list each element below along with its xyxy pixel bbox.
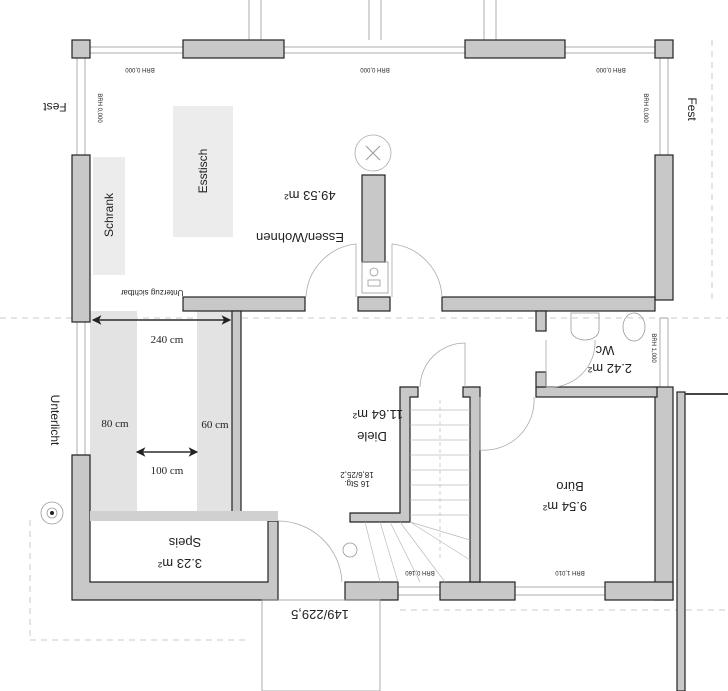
dimension-arrows [91, 315, 232, 457]
fixed-window-left-label: Fest [43, 100, 67, 114]
brh-office: BRH 1,010 [555, 569, 585, 575]
brh-left: BRH 0,000 [96, 93, 102, 123]
brh-stairs: BRH 0,160 [405, 569, 435, 575]
kitchen-island [354, 134, 392, 294]
stairs-steps: 16 Stg. [344, 479, 369, 488]
wardrobe-left [90, 311, 137, 511]
dimension-aisle: 100 cm [151, 465, 184, 477]
doors [261, 243, 596, 691]
living-room-name: Essen/Wohnen [256, 230, 344, 245]
hall-area: 11.64 m² [352, 407, 403, 422]
wc-area: 2.42 m² [587, 361, 632, 376]
wc-name: Wc [595, 343, 614, 358]
stairs-dims: 18,6/25,2 [340, 470, 374, 479]
cabinet-label: Schrank [102, 192, 116, 237]
office-name: Büro [556, 479, 583, 494]
cabinet [93, 157, 125, 275]
brh-top-mid: BRH 0,000 [360, 66, 390, 72]
entrance-dimension: 149/229,5 [291, 607, 349, 622]
brh-top-left: BRH 0,000 [125, 66, 155, 72]
office-area: 9.54 m² [542, 499, 587, 514]
pantry-name: Speis [168, 535, 201, 550]
dimension-right: 60 cm [201, 419, 229, 431]
brh-wc: BRH 1,000 [650, 333, 656, 363]
dimension-width: 240 cm [151, 334, 184, 346]
table-label: Esstisch [196, 149, 210, 194]
beam-visible-label: Unterzug sichtbar [120, 288, 183, 297]
dining-table [173, 106, 233, 237]
walls [71, 39, 728, 691]
wardrobe-right [197, 311, 232, 511]
skylight-marker-icon [40, 501, 64, 525]
hall-name: Diele [357, 429, 387, 444]
dimension-left: 80 cm [101, 418, 129, 430]
living-room-area: 49.53 m² [284, 188, 336, 203]
wc-fixtures [570, 312, 646, 342]
pantry-area: 3.23 m² [157, 556, 202, 571]
staircase [364, 400, 471, 583]
skylight-label: Unterlicht [48, 395, 62, 446]
exterior-lines [248, 0, 497, 40]
brh-right: BRH 0,000 [642, 93, 648, 123]
brh-top-right: BRH 0,000 [596, 66, 626, 72]
fixed-window-right-label: Fest [685, 97, 699, 121]
